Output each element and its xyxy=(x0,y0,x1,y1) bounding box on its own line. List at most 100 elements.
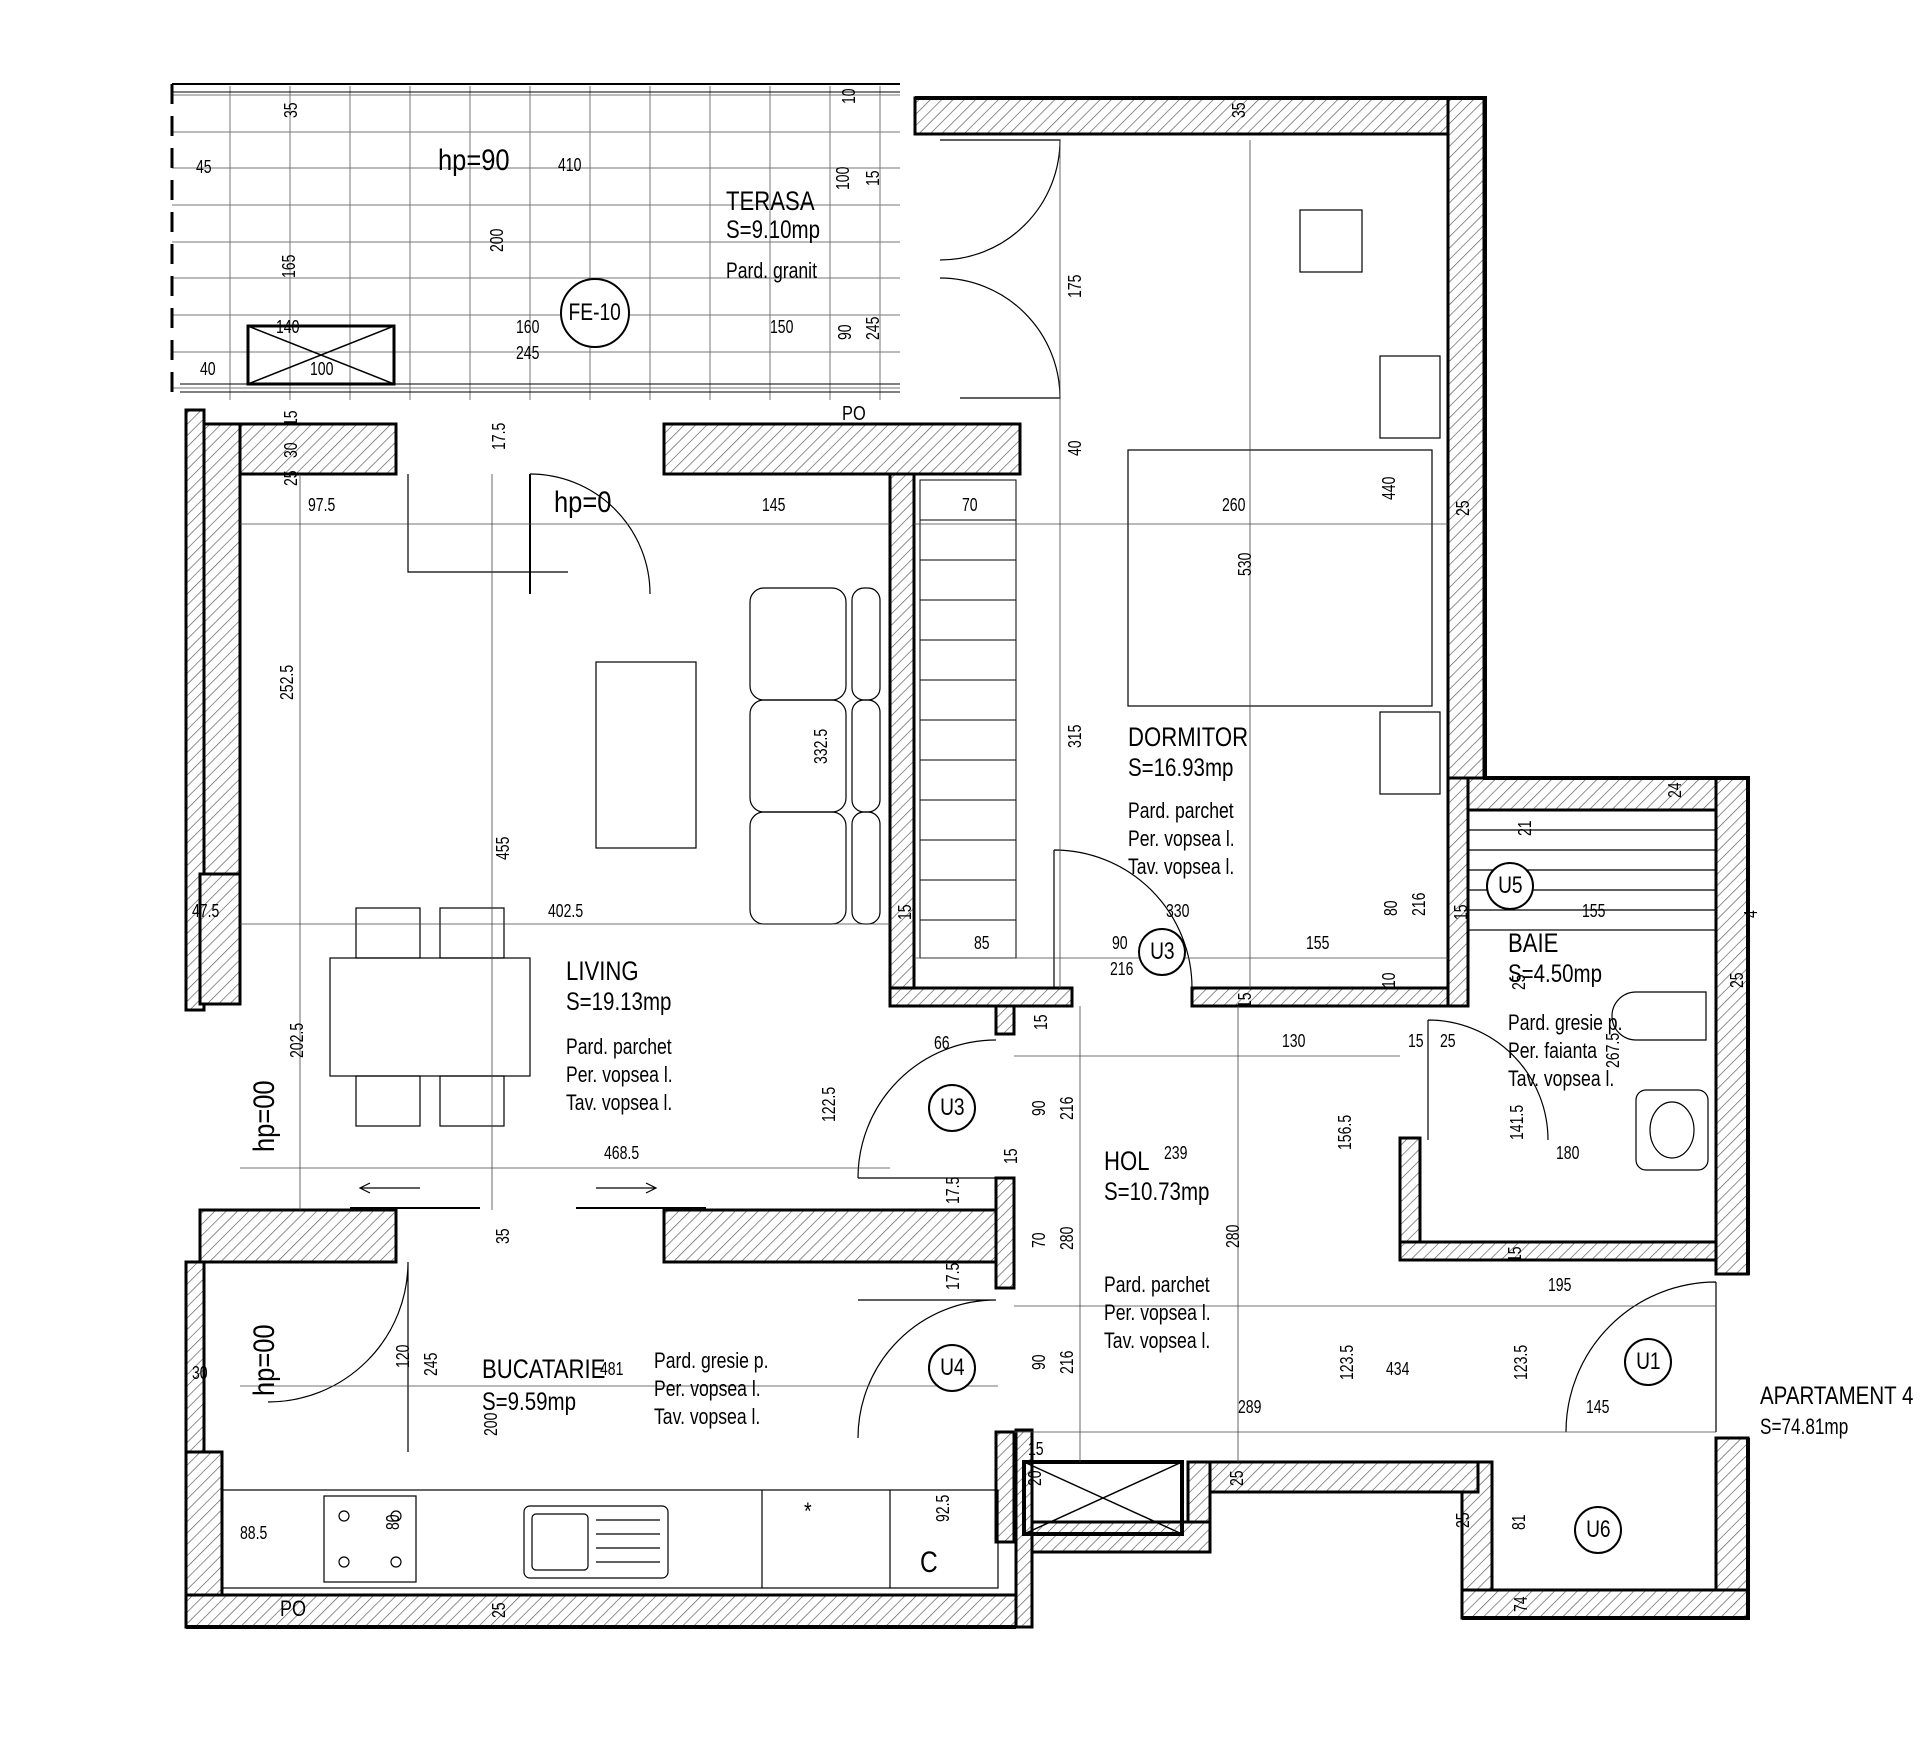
dim-label: 10 xyxy=(839,88,859,104)
dim-label: 35 xyxy=(493,1228,513,1244)
dim-label: 481 xyxy=(600,1359,624,1379)
dim-label: 21 xyxy=(1515,820,1535,836)
level-terrace: hp=90 xyxy=(438,144,510,177)
dim-label: 74 xyxy=(1511,1596,1531,1612)
dim-label: 122.5 xyxy=(819,1086,839,1122)
finish-ceiling-living: Tav. vopsea l. xyxy=(566,1090,673,1115)
tag-u6: U6 xyxy=(1574,1506,1622,1554)
dim-label: 455 xyxy=(493,836,513,860)
bathroom-fixtures xyxy=(1467,809,1717,1171)
dim-label: 200 xyxy=(487,228,507,252)
finish-floor-terasa: Pard. granit xyxy=(726,258,817,283)
room-area-hol: S=10.73mp xyxy=(1104,1178,1210,1206)
apartment-area: S=74.81mp xyxy=(1760,1414,1849,1439)
dim-label: 47.5 xyxy=(192,901,220,921)
dim-label: 289 xyxy=(1238,1397,1262,1417)
wardrobe-shelves xyxy=(919,479,1017,959)
dim-label: 155 xyxy=(1582,901,1606,921)
dim-label: 145 xyxy=(762,495,786,515)
dim-label: 70 xyxy=(962,495,978,515)
room-area-terasa: S=9.10mp xyxy=(726,216,821,244)
dim-label: 10 xyxy=(1379,972,1399,988)
symbol-po-top: PO xyxy=(842,403,866,425)
symbol-star: * xyxy=(804,1498,812,1525)
finish-walls-baie: Per. faianta xyxy=(1508,1038,1598,1063)
dim-label: 239 xyxy=(1164,1143,1188,1163)
dim-label: 15 xyxy=(1031,1014,1051,1030)
dim-label: 200 xyxy=(481,1412,501,1436)
level-kitchen-window: hp=00 xyxy=(248,1324,281,1396)
dim-label: 165 xyxy=(279,254,299,278)
dim-label: 15 xyxy=(863,170,883,186)
dim-label: 20 xyxy=(1025,1470,1045,1486)
dim-label: 25 xyxy=(1440,1031,1456,1051)
dim-label: 216 xyxy=(1057,1096,1077,1120)
room-name-dormitor: DORMITOR xyxy=(1128,722,1249,752)
finish-floor-living: Pard. parchet xyxy=(566,1034,672,1059)
dim-label: 15 xyxy=(281,410,301,426)
dim-label: 530 xyxy=(1235,552,1255,576)
dim-label: 216 xyxy=(1110,959,1134,979)
dim-label: 195 xyxy=(1548,1275,1572,1295)
dim-label: 17.5 xyxy=(489,422,509,450)
dim-label: 92.5 xyxy=(933,1494,953,1522)
terrace-edge xyxy=(170,83,900,400)
dim-label: 252.5 xyxy=(277,664,297,700)
dim-label: 90 xyxy=(1029,1354,1049,1370)
dim-label: 123.5 xyxy=(1511,1344,1531,1380)
dim-label: 4 xyxy=(1741,910,1761,918)
dim-label: 434 xyxy=(1386,1359,1410,1379)
level-door: hp=0 xyxy=(554,486,612,519)
dim-label: 410 xyxy=(558,155,582,175)
dim-label: 130 xyxy=(1282,1031,1306,1051)
dim-label: 260 xyxy=(1222,495,1246,515)
door-swings xyxy=(267,139,1717,1452)
finish-floor-bucatarie: Pard. gresie p. xyxy=(654,1348,769,1373)
dim-label: 24 xyxy=(1665,782,1685,798)
dim-label: 332.5 xyxy=(811,728,831,764)
dim-label: 145 xyxy=(1586,1397,1610,1417)
dim-label: 66 xyxy=(934,1033,950,1053)
dim-label: 25 xyxy=(1227,1470,1247,1486)
tag-u4: U4 xyxy=(928,1344,976,1392)
dim-label: 120 xyxy=(393,1344,413,1368)
dim-label: 315 xyxy=(1065,724,1085,748)
dim-label: 17.5 xyxy=(943,1176,963,1204)
finish-walls-living: Per. vopsea l. xyxy=(566,1062,673,1087)
tag-u5: U5 xyxy=(1486,862,1534,910)
dim-label: 45 xyxy=(196,157,212,177)
finish-walls-bucatarie: Per. vopsea l. xyxy=(654,1376,761,1401)
dim-label: 402.5 xyxy=(548,901,584,921)
finish-floor-baie: Pard. gresie p. xyxy=(1508,1010,1623,1035)
symbol-po-kitchen: PO xyxy=(280,1596,307,1621)
room-area-dormitor: S=16.93mp xyxy=(1128,754,1234,782)
finish-floor-dormitor: Pard. parchet xyxy=(1128,798,1234,823)
room-area-bucatarie: S=9.59mp xyxy=(482,1388,577,1416)
dim-label: 440 xyxy=(1379,476,1399,500)
dining-table xyxy=(329,907,531,1127)
symbol-fridge: C xyxy=(920,1546,938,1579)
dim-label: 35 xyxy=(1229,102,1249,118)
dim-label: 35 xyxy=(281,102,301,118)
dim-label: 280 xyxy=(1223,1224,1243,1248)
kitchen-counter xyxy=(221,1489,999,1589)
room-area-living: S=19.13mp xyxy=(566,988,672,1016)
dim-label: 25 xyxy=(281,470,301,486)
dim-label: 245 xyxy=(516,343,540,363)
dim-label: 140 xyxy=(276,317,300,337)
room-name-living: LIVING xyxy=(566,956,639,986)
dim-label: 156.5 xyxy=(1335,1114,1355,1150)
tag-fe10: FE-10 xyxy=(560,278,630,348)
sofa xyxy=(595,587,881,925)
room-area-baie: S=4.50mp xyxy=(1508,960,1603,988)
dim-label: 30 xyxy=(281,442,301,458)
finish-ceiling-bucatarie: Tav. vopsea l. xyxy=(654,1404,761,1429)
dim-label: 80 xyxy=(383,1514,403,1530)
dim-label: 202.5 xyxy=(287,1022,307,1058)
dim-label: 15 xyxy=(1235,992,1255,1008)
dim-label: 468.5 xyxy=(604,1143,640,1163)
dim-label: 90 xyxy=(1112,933,1128,953)
dim-label: 15 xyxy=(1001,1148,1021,1164)
dim-label: 25 xyxy=(1509,974,1529,990)
